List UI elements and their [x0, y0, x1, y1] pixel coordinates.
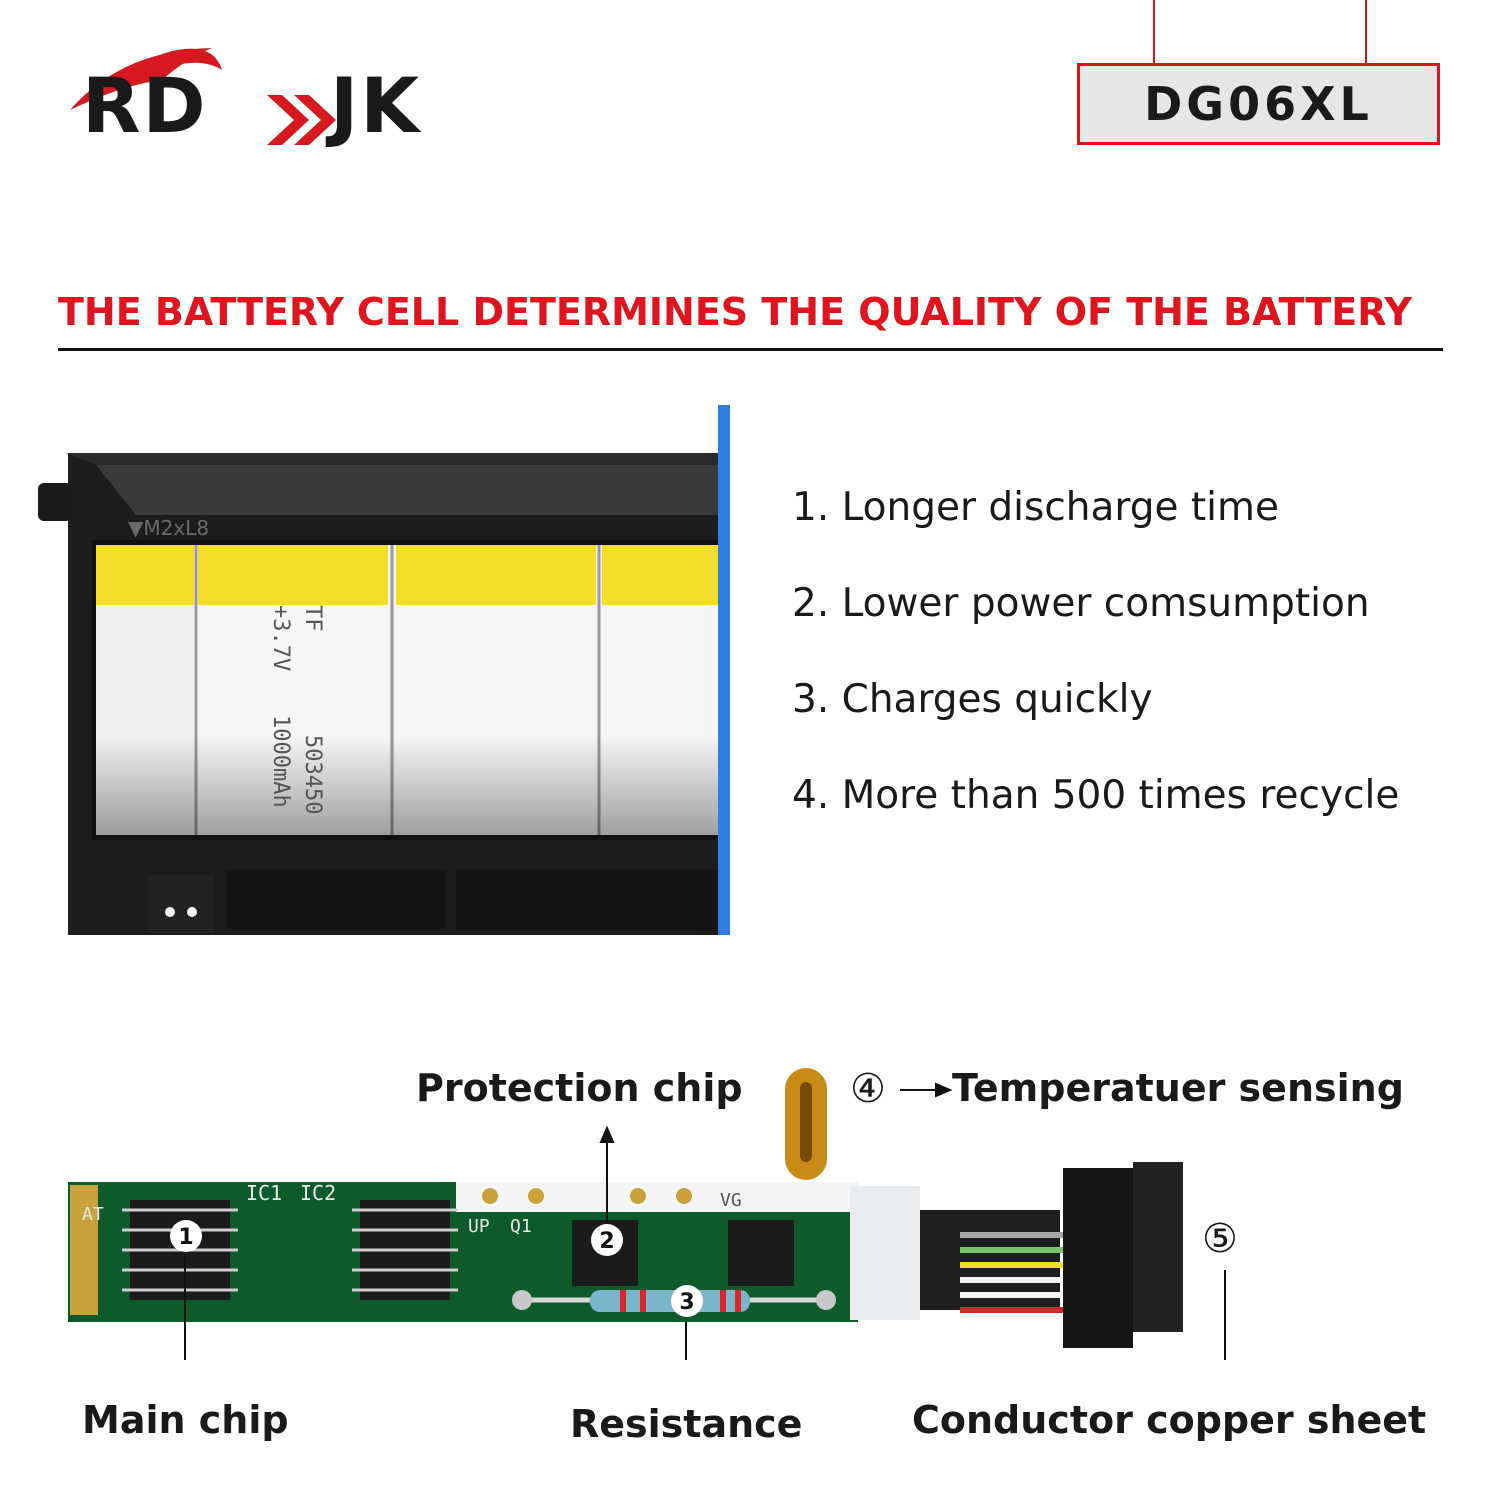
model-number: DG06XL — [1144, 77, 1373, 131]
battery-cell-image: ▼M2xL8 +3.7V — [36, 405, 736, 940]
logo-text-left: RD — [82, 61, 208, 150]
marker-main-chip: 1 — [178, 1225, 193, 1250]
logo-text-right: JK — [330, 61, 422, 150]
label-temperature-sensing: Temperatuer sensing — [952, 1066, 1404, 1110]
pcb-text-vg: VG — [720, 1190, 742, 1211]
marker-resistance: 3 — [679, 1290, 694, 1315]
pcb-text-up: UP — [468, 1216, 490, 1237]
model-connector-lines — [1153, 0, 1367, 64]
brand-logo: RD JK — [62, 40, 442, 160]
screw-label: ▼M2xL8 — [128, 516, 209, 540]
feature-item: 4. More than 500 times recycle — [792, 773, 1400, 818]
marker-protection-chip: 2 — [599, 1229, 614, 1254]
logo-swoosh-icon — [70, 48, 336, 145]
feature-item: 1. Longer discharge time — [792, 485, 1279, 530]
headline-divider — [58, 348, 1443, 351]
pcb-text-q1: Q1 — [510, 1216, 532, 1237]
headline: THE BATTERY CELL DETERMINES THE QUALITY … — [58, 290, 1412, 334]
label-main-chip: Main chip — [82, 1398, 289, 1442]
marker-copper-icon: ⑤ — [1202, 1216, 1238, 1262]
protection-board-image: IC1 IC2 AT UP Q1 VG 1 2 3 — [60, 1060, 1300, 1401]
label-conductor-copper-sheet: Conductor copper sheet — [912, 1398, 1427, 1442]
cell-label-capacity: 1000mAh — [268, 715, 293, 808]
label-resistance: Resistance — [570, 1402, 803, 1446]
pcb-text-at: AT — [82, 1204, 104, 1225]
marker-temperature-icon: ④ — [850, 1066, 886, 1112]
cell-label-model: 503450 — [300, 735, 325, 814]
feature-list: 1. Longer discharge time 2. Lower power … — [792, 478, 1472, 862]
cell-label-voltage: +3.7V — [268, 605, 293, 671]
model-badge: DG06XL — [1077, 63, 1440, 145]
feature-item: 2. Lower power comsumption — [792, 581, 1370, 626]
pcb-text-ic2: IC2 — [300, 1181, 336, 1205]
label-protection-chip: Protection chip — [416, 1066, 743, 1110]
pcb-text-ic1: IC1 — [246, 1181, 282, 1205]
feature-item: 3. Charges quickly — [792, 677, 1153, 722]
cell-label-brand: TF — [300, 605, 325, 632]
